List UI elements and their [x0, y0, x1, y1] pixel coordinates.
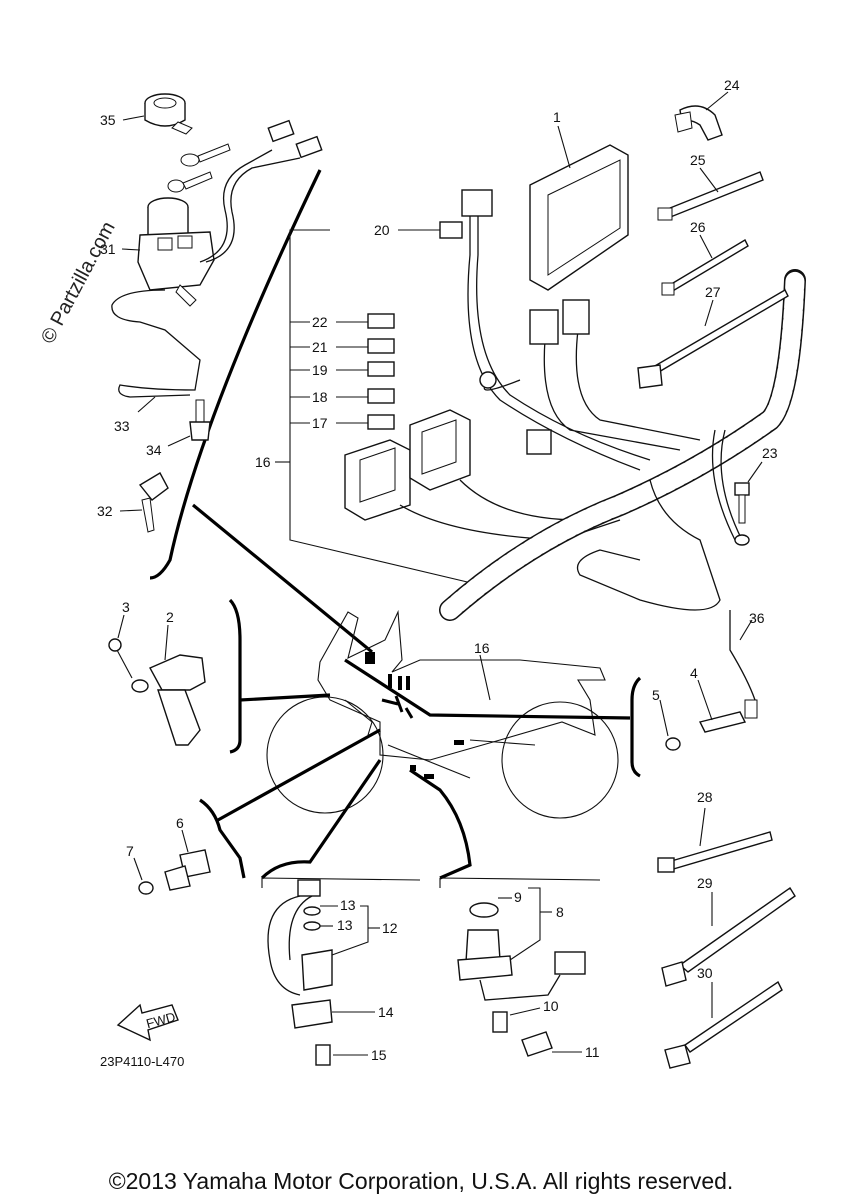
cable-tie-29[interactable]: [661, 887, 796, 987]
group-border-ignition: [149, 169, 322, 580]
clamp-24[interactable]: [674, 105, 723, 141]
sensor-group-12[interactable]: [267, 879, 333, 1029]
bracket-11[interactable]: [521, 1031, 553, 1057]
callout-15: 15: [371, 1047, 387, 1063]
o-ring-13a[interactable]: [303, 906, 321, 916]
fwd-arrow: FWD: [116, 1003, 179, 1042]
leader-to-cap-2: [239, 693, 331, 702]
callout-33: 33: [114, 418, 130, 434]
callout-8: 8: [556, 904, 564, 920]
switch-6[interactable]: [164, 849, 211, 891]
callout-22: 22: [312, 314, 328, 330]
callout-30: 30: [697, 965, 713, 981]
screw-34[interactable]: [189, 399, 211, 441]
harness-line-in-vehicle: [344, 658, 631, 720]
washer-7[interactable]: [138, 881, 154, 895]
callout-10: 10: [543, 998, 559, 1014]
callout-14: 14: [378, 1004, 394, 1020]
sensor-8[interactable]: [457, 929, 586, 1001]
harness-branch-right: [576, 429, 743, 611]
group-border-6: [199, 798, 246, 879]
callout-20: 20: [374, 222, 390, 238]
callout-24: 24: [724, 77, 740, 93]
sensor-2[interactable]: [131, 654, 206, 746]
callout-13a: 13: [340, 897, 356, 913]
callout-36: 36: [749, 610, 765, 626]
watermark: © Partzilla.com: [37, 218, 120, 347]
callout-35: 35: [100, 112, 116, 128]
harness-connectors: [461, 189, 590, 455]
fwd-label: FWD: [145, 1009, 177, 1031]
callout-1: 1: [553, 109, 561, 125]
callout-4: 4: [690, 665, 698, 681]
bolt-10[interactable]: [492, 1011, 508, 1033]
callout-29: 29: [697, 875, 713, 891]
callout-19: 19: [312, 362, 328, 378]
band-25[interactable]: [657, 171, 764, 221]
callout-2: 2: [166, 609, 174, 625]
callout-27: 27: [705, 284, 721, 300]
group-border-12: [261, 877, 421, 888]
callout-3: 3: [122, 599, 130, 615]
screw-3[interactable]: [108, 638, 133, 679]
sensor-4[interactable]: [698, 699, 758, 733]
o-ring-9[interactable]: [469, 902, 499, 918]
relay-boxes[interactable]: [344, 409, 471, 521]
callout-28: 28: [697, 789, 713, 805]
vehicle-marker-key: [365, 652, 375, 664]
bracket-16: [289, 229, 481, 586]
cable-tie-28[interactable]: [657, 831, 773, 873]
callout-34: 34: [146, 442, 162, 458]
cable-tie-30[interactable]: [664, 980, 783, 1069]
group-border-4: [630, 676, 642, 778]
harness-wires: [399, 215, 701, 541]
callout-13b: 13: [337, 917, 353, 933]
diagram-code: 23P4110-L470: [100, 1054, 184, 1069]
cable-tie-26[interactable]: [661, 239, 749, 296]
group-border-2: [228, 598, 242, 754]
callout-16b: 16: [474, 640, 490, 656]
sensor-4-wire: [729, 610, 756, 701]
callout-7: 7: [126, 843, 134, 859]
switch-connector-b: [295, 135, 323, 159]
keys: [167, 143, 231, 193]
callout-26: 26: [690, 219, 706, 235]
leader-to-group-8: [409, 768, 472, 880]
relay-labels: 22 21 19 18 17: [290, 314, 368, 431]
callout-11: 11: [585, 1044, 600, 1060]
callout-23: 23: [762, 445, 778, 461]
lock-cable-33[interactable]: [111, 289, 201, 398]
ecu-1[interactable]: [529, 144, 629, 291]
cable-tie-27[interactable]: [637, 289, 789, 389]
callout-16a: 16: [255, 454, 271, 470]
o-ring-13b[interactable]: [303, 921, 321, 931]
main-switch-31[interactable]: [137, 197, 215, 307]
fuse-20[interactable]: [439, 221, 463, 239]
key-cover-35[interactable]: [144, 93, 193, 135]
callout-32: 32: [97, 503, 113, 519]
copyright: ©2013 Yamaha Motor Corporation, U.S.A. A…: [109, 1168, 734, 1194]
leader-to-6: [217, 728, 381, 822]
callout-5: 5: [652, 687, 660, 703]
callout-17: 17: [312, 415, 328, 431]
callout-9: 9: [514, 889, 522, 905]
callout-6: 6: [176, 815, 184, 831]
callout-25: 25: [690, 152, 706, 168]
switch-wire: [199, 149, 301, 263]
vehicle-outline: [266, 609, 619, 819]
leader-to-group-12: [260, 759, 382, 880]
key-32[interactable]: [138, 472, 169, 533]
gasket-5[interactable]: [665, 737, 681, 751]
small-relays[interactable]: [367, 313, 395, 430]
callout-18: 18: [312, 389, 328, 405]
bolt-23[interactable]: [734, 482, 750, 546]
group-border-8: [439, 877, 601, 888]
bolt-15[interactable]: [315, 1044, 331, 1066]
callout-21: 21: [312, 339, 328, 355]
leader-ignition-to-vehicle: [191, 503, 374, 654]
callout-31: 31: [100, 241, 116, 257]
callout-12: 12: [382, 920, 398, 936]
switch-connector-a: [267, 119, 295, 143]
